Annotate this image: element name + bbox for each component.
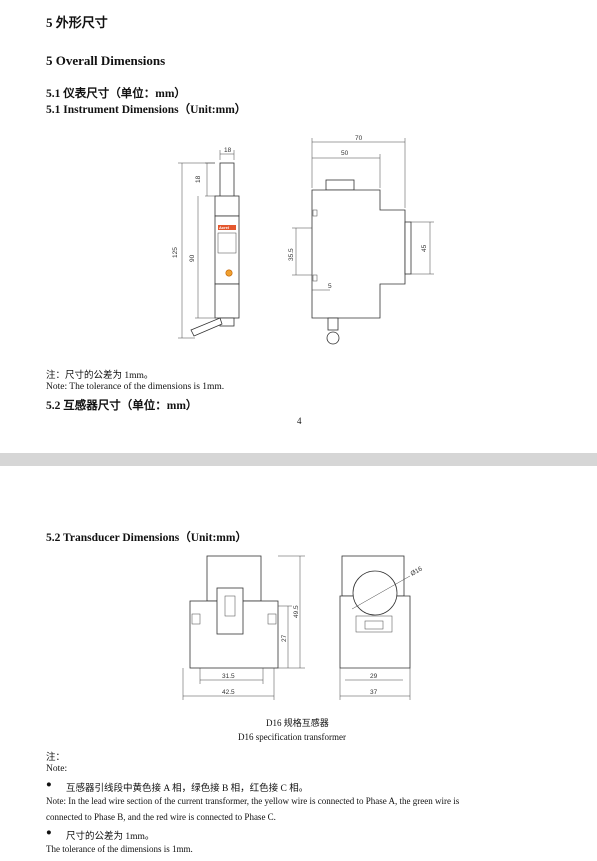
dim-transducer-outer-width: 42.5 — [222, 689, 235, 696]
caption-cn: D16 规格互感器 — [266, 718, 329, 728]
dim-side-inner-width: 29 — [370, 673, 378, 680]
bullet-glyph: ● — [46, 780, 52, 790]
note-en: Note: The tolerance of the dimensions is… — [46, 382, 225, 392]
transducer-dimension-drawing: 49.5 27 31.5 42.5 Ø16 29 37 — [182, 555, 424, 700]
dim-front-width: 18 — [224, 147, 232, 154]
dim-side-outer-width: 37 — [370, 689, 378, 696]
dim-side-foot: 5 — [328, 283, 332, 290]
document-page-1: 5 外形尺寸 5 Overall Dimensions 5.1 仪表尺寸（单位：… — [0, 0, 597, 453]
bullet-glyph: ● — [46, 828, 52, 838]
note-label-cn: 注： — [46, 753, 66, 763]
dim-transducer-inner-width: 31.5 — [222, 673, 235, 680]
bullet2-cn: 尺寸的公差为 1mm。 — [66, 832, 155, 842]
bullet1-cn: 互感器引线段中黄色接 A 相，绿色接 B 相，红色接 C 相。 — [66, 784, 309, 794]
section-heading-cn: 5 外形尺寸 — [46, 15, 108, 30]
dim-side-width: 70 — [355, 135, 363, 142]
dim-transducer-base: 27 — [281, 634, 288, 642]
note-cn: 注：尺寸的公差为 1mm。 — [46, 371, 154, 381]
caption-en: D16 specification transformer — [238, 732, 346, 742]
dim-front-body: 90 — [189, 254, 196, 262]
transducer-front-view — [182, 555, 305, 700]
dim-transducer-height: 49.5 — [293, 605, 300, 618]
next-subsection-cn: 5.2 互感器尺寸（单位：mm） — [46, 400, 198, 412]
page-number: 4 — [297, 416, 302, 426]
instrument-dimension-drawing: 18 18 125 90 Acrel 70 50 35.5 5 45 — [172, 135, 434, 345]
dim-side-terminal: 50 — [341, 150, 349, 157]
document-page-2: 5.2 Transducer Dimensions（Unit:mm） 49.5 … — [0, 466, 597, 861]
transducer-heading-en: 5.2 Transducer Dimensions（Unit:mm） — [46, 532, 247, 544]
subsection-heading-cn: 5.1 仪表尺寸（单位：mm） — [46, 88, 186, 100]
front-brand-label: Acrel — [219, 225, 229, 230]
note-label-en: Note: — [46, 764, 68, 774]
transducer-side-view — [339, 555, 411, 700]
instrument-side-view — [292, 138, 434, 345]
dim-side-rail: 35.5 — [288, 248, 295, 261]
dim-side-height: 45 — [421, 244, 428, 252]
dim-front-total: 125 — [172, 247, 179, 258]
bullet1-en-line1: Note: In the lead wire section of the cu… — [46, 796, 460, 806]
dim-front-top: 18 — [195, 175, 202, 183]
subsection-heading-en: 5.1 Instrument Dimensions（Unit:mm） — [46, 104, 247, 116]
instrument-front-view — [178, 150, 240, 339]
section-heading-en: 5 Overall Dimensions — [46, 53, 166, 68]
dim-transducer-diameter: Ø16 — [410, 565, 424, 577]
bullet2-en: The tolerance of the dimensions is 1mm. — [46, 844, 193, 854]
bullet1-en-line2: connected to Phase B, and the red wire i… — [46, 812, 276, 822]
